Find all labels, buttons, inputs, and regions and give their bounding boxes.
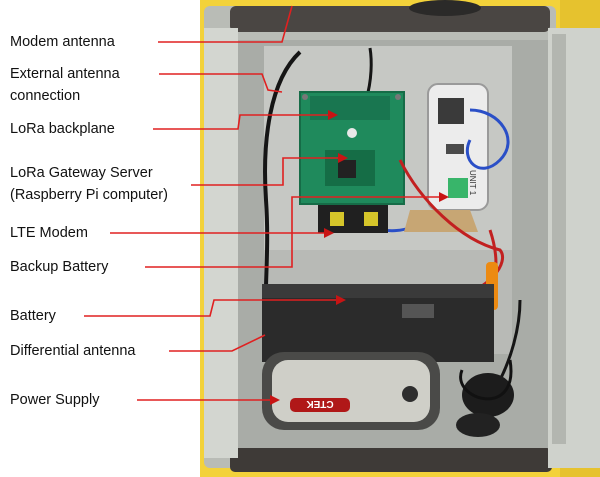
label-lte-modem: LTE Modem bbox=[10, 225, 88, 241]
label-gateway-line1: LoRa Gateway Server bbox=[10, 165, 153, 181]
arrowhead-gateway bbox=[338, 153, 348, 163]
leader-line-battery bbox=[84, 299, 336, 317]
lora-backplane-top bbox=[310, 96, 390, 120]
enclosure-left-frame bbox=[204, 28, 238, 458]
ctek-logo-text: CTEK bbox=[306, 398, 334, 409]
backup-battery-cell bbox=[330, 212, 344, 226]
rpi-terminal-block bbox=[448, 178, 468, 198]
leader-line-gateway bbox=[191, 157, 340, 186]
arrowheads bbox=[270, 110, 449, 405]
leader-line-modem-antenna bbox=[158, 5, 293, 43]
label-backup-battery: Backup Battery bbox=[10, 259, 109, 275]
leader-lines bbox=[84, 5, 440, 401]
coil-loop bbox=[459, 359, 513, 401]
main-battery-top bbox=[262, 284, 494, 298]
label-power-supply: Power Supply bbox=[10, 392, 100, 408]
label-gateway-line2: (Raspberry Pi computer) bbox=[10, 187, 168, 203]
leader-line-external-antenna bbox=[159, 73, 283, 93]
lora-gateway-chip bbox=[338, 160, 356, 178]
modem-antenna-knob bbox=[409, 0, 481, 16]
leader-line-differential-antenna bbox=[169, 334, 266, 352]
label-modem-antenna: Modem antenna bbox=[10, 34, 115, 50]
arrowhead-lora-backplane bbox=[328, 110, 338, 120]
arrowhead-lte-modem bbox=[324, 228, 334, 238]
arrowhead-battery bbox=[336, 295, 346, 305]
hinge-strip bbox=[552, 34, 566, 444]
arrowhead-power-supply bbox=[270, 395, 280, 405]
mounting-board bbox=[404, 210, 478, 232]
board-screw bbox=[395, 94, 401, 100]
rpi-usb-port bbox=[446, 144, 464, 154]
power-plug bbox=[456, 413, 500, 437]
rpi-ethernet-port bbox=[438, 98, 464, 124]
leader-line-backup-battery bbox=[145, 196, 440, 268]
label-external-antenna-line1: External antenna bbox=[10, 66, 120, 82]
lora-chip-dot bbox=[347, 128, 357, 138]
rpi-label: UNIT 1 bbox=[468, 170, 477, 196]
label-external-antenna-line2: connection bbox=[10, 88, 81, 104]
label-differential-antenna: Differential antenna bbox=[10, 343, 136, 359]
label-battery: Battery bbox=[10, 308, 56, 324]
blue-cable bbox=[465, 108, 510, 170]
leader-line-lora-backplane bbox=[153, 114, 330, 130]
black-cable-right bbox=[498, 299, 522, 381]
enclosure-bottom-rim bbox=[230, 448, 552, 472]
battery-terminal bbox=[402, 304, 434, 318]
backup-battery-cell bbox=[364, 212, 378, 226]
coiled-cable bbox=[462, 373, 514, 417]
label-lora-backplane: LoRa backplane bbox=[10, 121, 115, 137]
ctek-mode-button bbox=[402, 386, 418, 402]
arrowhead-backup-battery bbox=[439, 192, 449, 202]
board-screw bbox=[302, 94, 308, 100]
ctek-logo-badge bbox=[290, 398, 350, 412]
